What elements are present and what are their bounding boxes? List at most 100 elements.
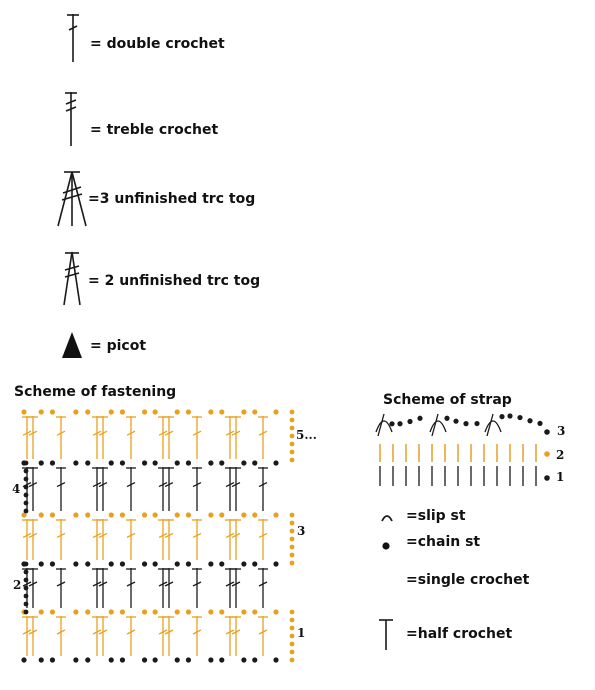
half-crochet-label: =half crochet bbox=[406, 626, 513, 642]
fastening-dc-stitch bbox=[98, 519, 108, 560]
fastening-chain-dot bbox=[219, 561, 225, 567]
fastening-dc-stitch bbox=[28, 416, 38, 459]
fastening-turning-chain-dot bbox=[289, 560, 295, 566]
fastening-chain-dot bbox=[174, 561, 180, 567]
fastening-chain-dot bbox=[174, 609, 180, 615]
fastening-turning-chain-dot bbox=[289, 641, 295, 647]
strap-scheme-title: Scheme of strap bbox=[383, 392, 512, 408]
fastening-dc-stitch bbox=[28, 616, 38, 656]
fastening-chain-dot bbox=[185, 409, 192, 415]
fastening-chain-dot bbox=[141, 460, 148, 466]
strap-chain-dot bbox=[527, 418, 533, 424]
fastening-turning-chain-dot bbox=[289, 441, 295, 447]
fastening-turning-chain-dot bbox=[289, 433, 295, 439]
fastening-dc-stitch bbox=[258, 519, 268, 560]
fastening-chain-dot bbox=[241, 657, 247, 663]
fastening-chain-dot bbox=[21, 409, 27, 415]
fastening-chain-dot bbox=[174, 512, 180, 518]
fastening-dc-stitch bbox=[98, 568, 108, 608]
strap-chain-dot bbox=[463, 421, 469, 427]
strap-loop bbox=[375, 420, 393, 433]
legend-double-crochet-label: = double crochet bbox=[90, 36, 225, 52]
fastening-dc-stitch bbox=[231, 467, 241, 511]
fastening-chain-dot bbox=[241, 561, 247, 567]
fastening-dc-stitch bbox=[231, 616, 241, 656]
strap-chain-dot bbox=[397, 421, 403, 427]
fastening-turning-chain-dot bbox=[289, 609, 295, 615]
fastening-chain-dot bbox=[174, 409, 180, 415]
slip-stitch-label: =slip st bbox=[406, 508, 466, 524]
fastening-turning-chain-dot bbox=[23, 585, 29, 591]
fastening-dc-stitch bbox=[126, 616, 136, 656]
fastening-chain-dot bbox=[73, 561, 79, 567]
fastening-chain-dot bbox=[85, 512, 91, 518]
fastening-chain-dot bbox=[119, 409, 126, 415]
fastening-turning-chain-dot bbox=[23, 569, 29, 575]
fastening-dc-stitch bbox=[192, 568, 202, 608]
fastening-scheme-title: Scheme of fastening bbox=[14, 384, 177, 400]
fastening-dc-stitch bbox=[126, 519, 136, 560]
fastening-chain-dot bbox=[241, 460, 247, 466]
fastening-chain-dot bbox=[108, 409, 114, 415]
fastening-dc-stitch bbox=[258, 416, 268, 459]
fastening-chain-dot bbox=[208, 512, 214, 518]
strap-edge-dot bbox=[544, 475, 550, 481]
fastening-dc-stitch bbox=[56, 467, 66, 511]
fastening-turning-chain-dot bbox=[289, 552, 295, 558]
fastening-dc-stitch bbox=[192, 467, 202, 511]
strap-row-label-3: 3 bbox=[557, 424, 566, 438]
fastening-row-label-4: 4 bbox=[12, 482, 21, 496]
legend-treble-crochet-label: = treble crochet bbox=[90, 122, 219, 138]
fastening-chain-dot bbox=[85, 609, 91, 615]
two-unfinished-trc-tog-icon bbox=[63, 251, 81, 306]
fastening-chain-dot bbox=[38, 561, 44, 567]
fastening-chain-dot bbox=[21, 512, 27, 518]
fastening-row-label-3: 3 bbox=[297, 524, 306, 538]
fastening-dc-stitch bbox=[258, 568, 268, 608]
strap-row-label-1: 1 bbox=[556, 470, 565, 484]
fastening-chain-dot bbox=[208, 657, 214, 663]
fastening-chain-dot bbox=[73, 609, 79, 615]
fastening-dc-stitch bbox=[56, 519, 66, 560]
fastening-chain-dot bbox=[38, 609, 44, 615]
fastening-dc-stitch bbox=[164, 467, 174, 511]
fastening-chain-dot bbox=[152, 657, 158, 663]
fastening-chain-dot bbox=[241, 512, 247, 518]
fastening-chain-dot bbox=[49, 409, 56, 415]
fastening-dc-stitch bbox=[231, 568, 241, 608]
fastening-chain-dot bbox=[152, 460, 158, 466]
three-unfinished-trc-tog-icon bbox=[57, 171, 87, 227]
strap-edge-dot bbox=[544, 429, 550, 435]
fastening-chain-dot bbox=[108, 609, 114, 615]
picot-icon bbox=[62, 332, 82, 358]
fastening-row-label-1: 1 bbox=[297, 626, 306, 640]
strap-chain-dot bbox=[537, 420, 543, 427]
strap-loop bbox=[429, 420, 447, 433]
fastening-turning-chain-dot bbox=[23, 460, 29, 466]
fastening-chain-dot bbox=[73, 409, 79, 415]
fastening-chain-dot bbox=[252, 561, 258, 567]
legend-picot-label: = picot bbox=[90, 338, 147, 354]
fastening-chain-dot bbox=[85, 460, 91, 466]
fastening-chain-dot bbox=[219, 657, 225, 663]
fastening-turning-chain-dot bbox=[289, 617, 295, 623]
strap-chain-dot bbox=[474, 420, 480, 427]
fastening-row-label-2: 2 bbox=[13, 578, 22, 592]
fastening-turning-chain-dot bbox=[289, 544, 295, 550]
fastening-dc-stitch bbox=[231, 519, 241, 560]
fastening-turning-chain-dot bbox=[23, 609, 29, 615]
fastening-turning-chain-dot bbox=[289, 520, 295, 526]
chain-stitch-icon bbox=[382, 542, 390, 550]
fastening-chain-dot bbox=[73, 512, 79, 518]
fastening-chain-dot bbox=[119, 657, 126, 663]
fastening-chain-dot bbox=[152, 512, 158, 518]
strap-chain-dot bbox=[417, 415, 423, 421]
fastening-chain-dot bbox=[185, 657, 192, 663]
fastening-dc-stitch bbox=[98, 616, 108, 656]
fastening-chain-dot bbox=[38, 409, 44, 415]
fastening-dc-stitch bbox=[192, 416, 202, 459]
fastening-turning-chain-dot bbox=[289, 633, 295, 639]
fastening-chain-dot bbox=[252, 409, 258, 415]
slip-stitch-icon bbox=[381, 515, 393, 522]
